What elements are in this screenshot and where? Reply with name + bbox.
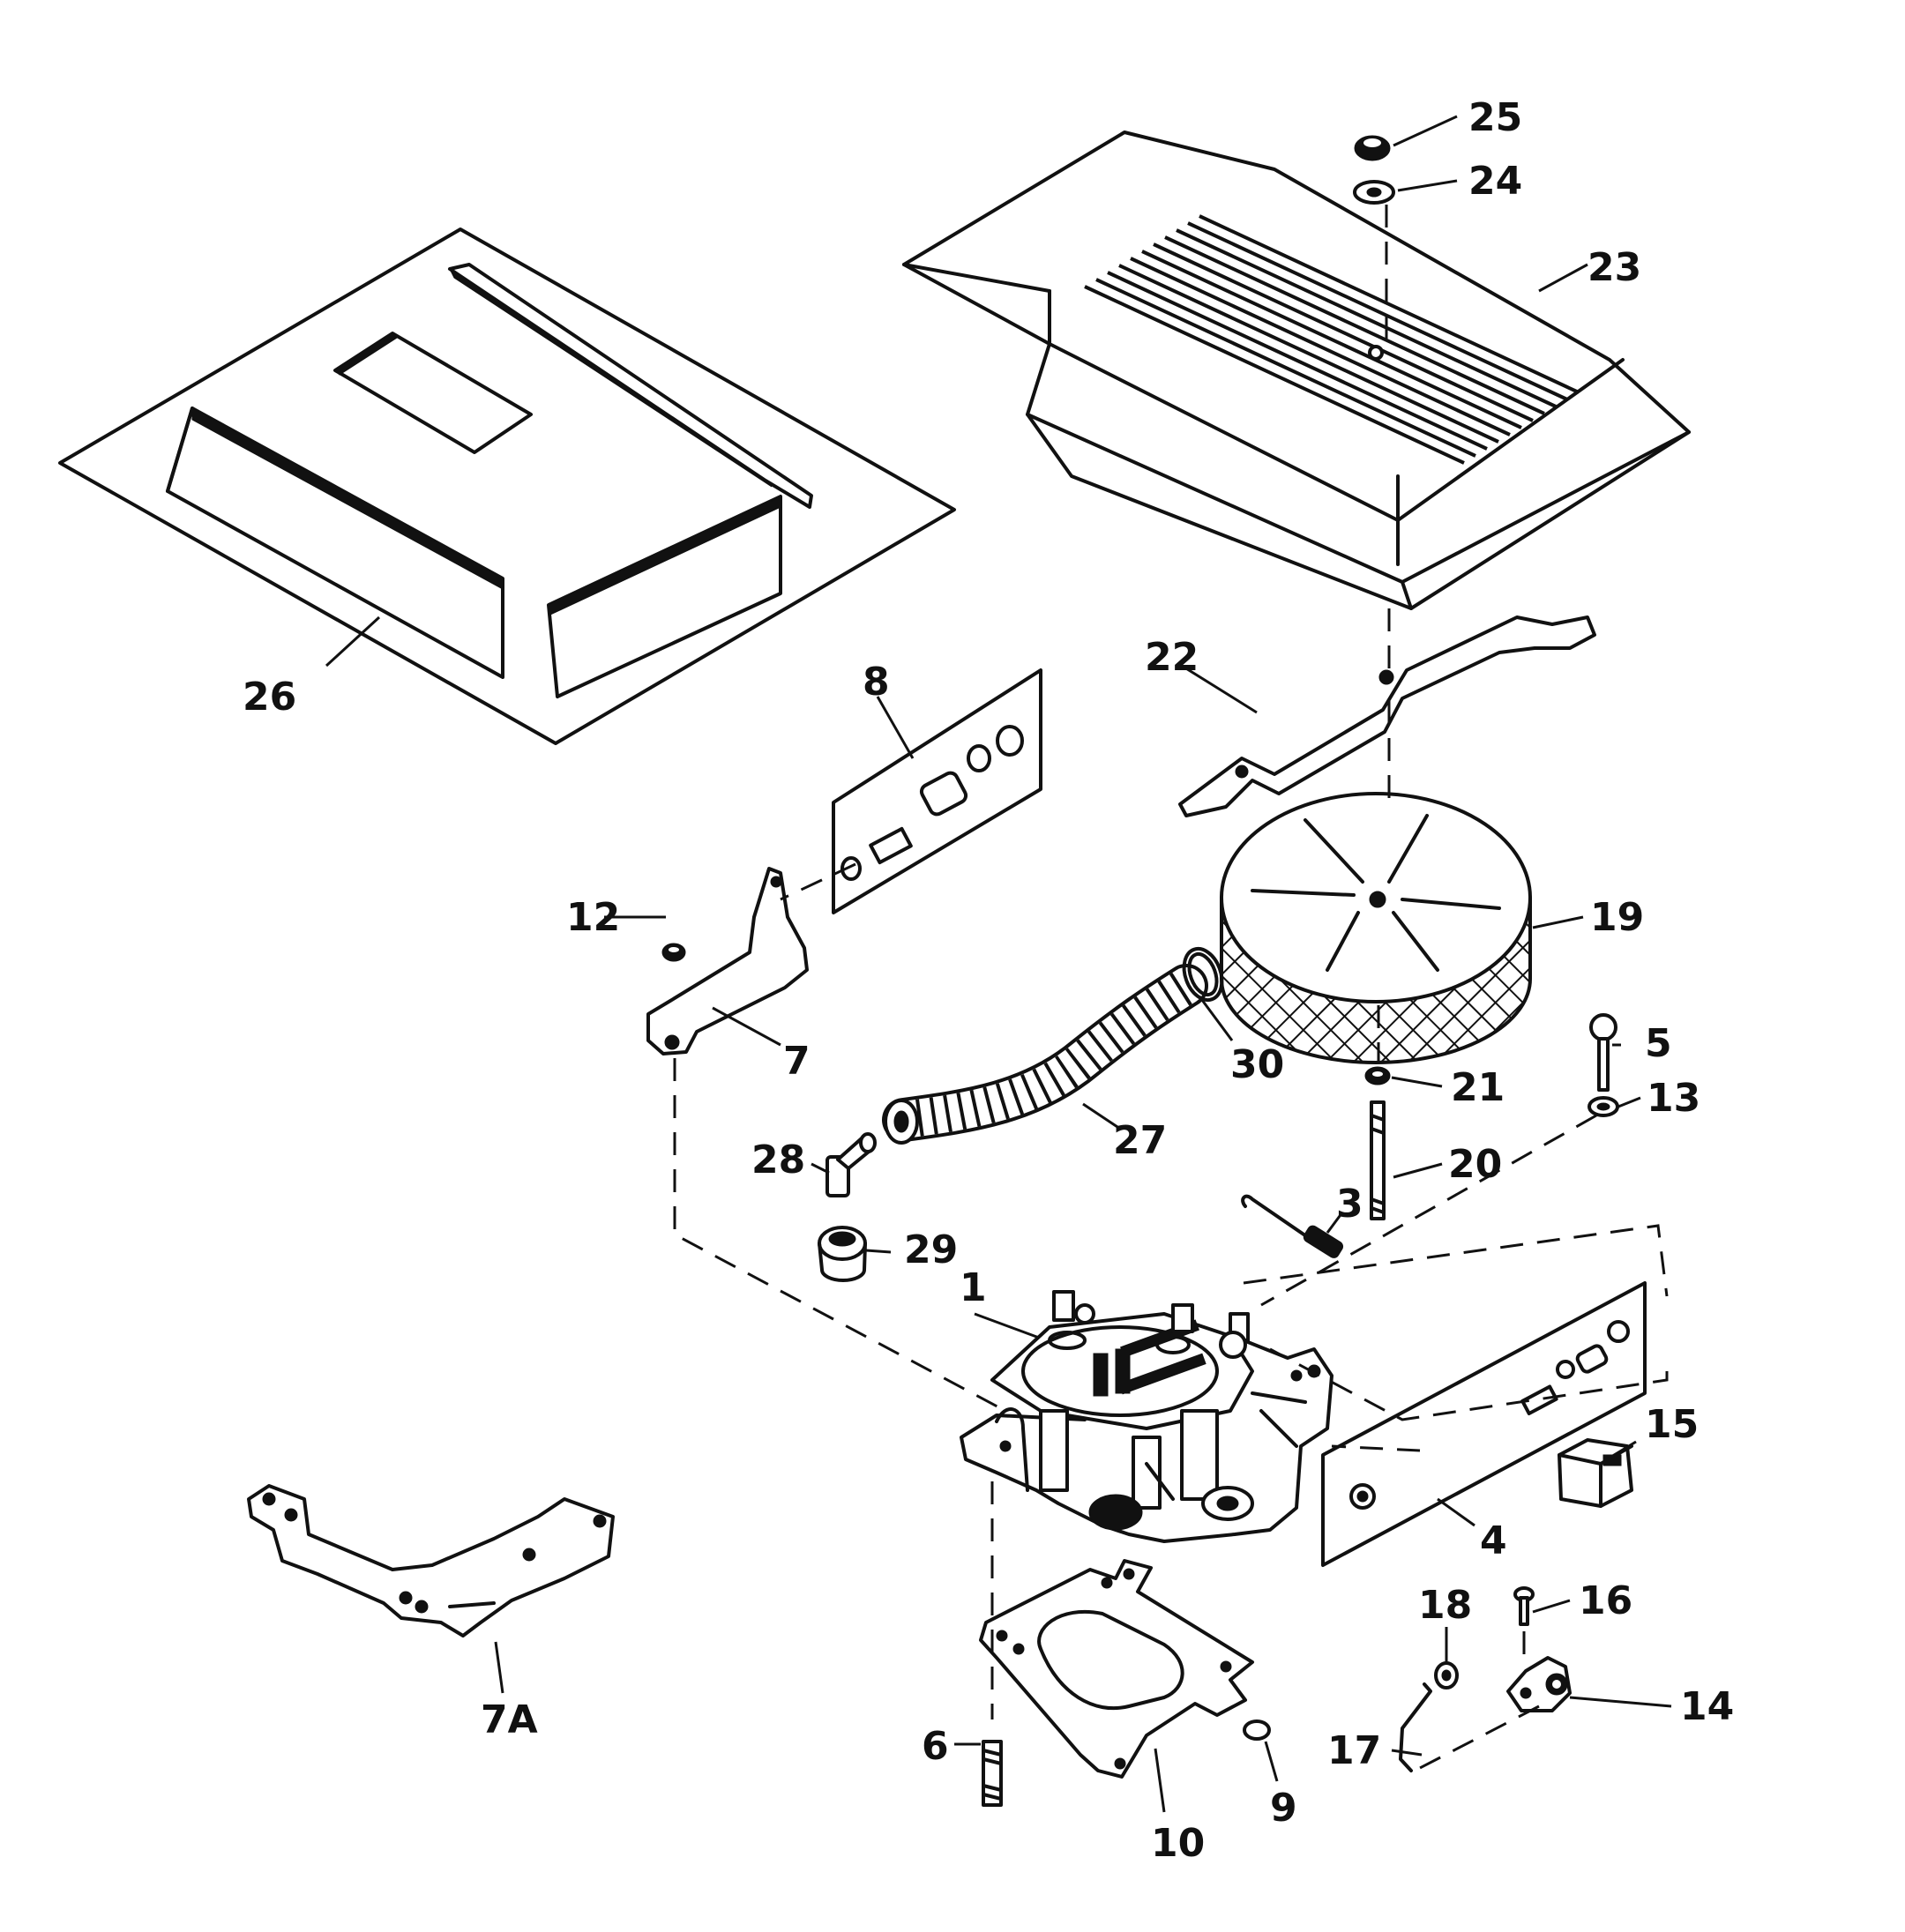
callout-1: 1 [960, 1265, 987, 1310]
callout-4: 4 [1480, 1518, 1507, 1563]
cover-fin [1164, 235, 1545, 415]
callout-8: 8 [863, 660, 890, 705]
part-19-flame-arrestor [1220, 792, 1532, 1064]
callout-19: 19 [1590, 895, 1644, 940]
cover-fin [1084, 285, 1465, 465]
callout-3: 3 [1336, 1182, 1363, 1227]
cover-fin [1176, 228, 1557, 408]
callout-28: 28 [751, 1138, 805, 1182]
part-18-washer [1434, 1661, 1459, 1690]
callout-25: 25 [1468, 95, 1522, 140]
callout-12: 12 [566, 895, 620, 940]
callout-16: 16 [1579, 1578, 1632, 1623]
callout-18: 18 [1418, 1583, 1472, 1628]
callout-7: 7 [783, 1039, 811, 1084]
callout-23: 23 [1588, 245, 1641, 290]
part-24-washer [1353, 180, 1395, 205]
callout-21: 21 [1451, 1065, 1505, 1110]
callout-10: 10 [1151, 1821, 1205, 1866]
part-12-nut [661, 943, 686, 962]
part-4-decal-plate [1321, 1281, 1647, 1567]
part-3-spring [1241, 1194, 1344, 1258]
callout-leaders [325, 115, 1672, 1813]
callout-15: 15 [1645, 1402, 1699, 1447]
callout-17: 17 [1327, 1728, 1381, 1773]
callout-24: 24 [1468, 159, 1522, 204]
cover-fins [1084, 214, 1580, 465]
callout-26: 26 [243, 675, 296, 720]
callout-27: 27 [1113, 1118, 1167, 1163]
callout-labels: 25 24 23 26 22 8 12 19 7 30 5 21 13 27 2… [243, 95, 1734, 1866]
callout-22: 22 [1145, 635, 1199, 680]
cover-fin [1095, 278, 1476, 458]
part-7a-alternate-bracket [247, 1484, 615, 1637]
callout-14: 14 [1680, 1684, 1734, 1729]
part-28-elbow-fitting [826, 1132, 877, 1197]
cover-fin [1187, 221, 1568, 401]
part-26-engine-hatch-cover [58, 228, 956, 745]
cover-fin [1153, 242, 1534, 422]
cover-fin [1118, 264, 1499, 444]
part-9-plug [1243, 1719, 1271, 1741]
part-7-throttle-bracket [646, 867, 809, 1056]
part-17-link-rod [1399, 1682, 1432, 1772]
callout-7a: 7A [481, 1697, 538, 1742]
cover-fin [1130, 257, 1511, 436]
cover-fin [1199, 214, 1580, 394]
part-27-vent-hose [882, 964, 1208, 1145]
callout-20: 20 [1448, 1142, 1502, 1187]
callout-6: 6 [922, 1724, 949, 1769]
part-1-carburetor [960, 1290, 1334, 1543]
cover-fin [1107, 271, 1488, 451]
cover-fin [1141, 250, 1522, 429]
part-25-nut [1354, 135, 1391, 161]
part-13-washer [1588, 1096, 1619, 1117]
part-20-stud [1370, 1100, 1386, 1220]
part-23-flame-arrestor-cover [902, 131, 1691, 610]
callout-29: 29 [904, 1227, 958, 1272]
part-29-grommet [818, 1226, 867, 1282]
part-5-bolt [1589, 1013, 1617, 1092]
part-6-stud [982, 1740, 1003, 1807]
part-16-screw [1513, 1586, 1535, 1626]
callout-30: 30 [1230, 1042, 1284, 1087]
callout-13: 13 [1647, 1076, 1700, 1121]
part-22-arrestor-bracket [1178, 615, 1596, 817]
callout-5: 5 [1645, 1021, 1672, 1066]
part-8-decal-plate [832, 668, 1042, 914]
callout-9: 9 [1270, 1786, 1297, 1831]
part-21-nut [1364, 1066, 1391, 1085]
part-14-switch [1506, 1656, 1572, 1712]
assembly-dashed-lines [673, 205, 1669, 1770]
part-30-hose-clamp [1182, 946, 1224, 1003]
part-10-carburetor-gasket [979, 1559, 1254, 1779]
